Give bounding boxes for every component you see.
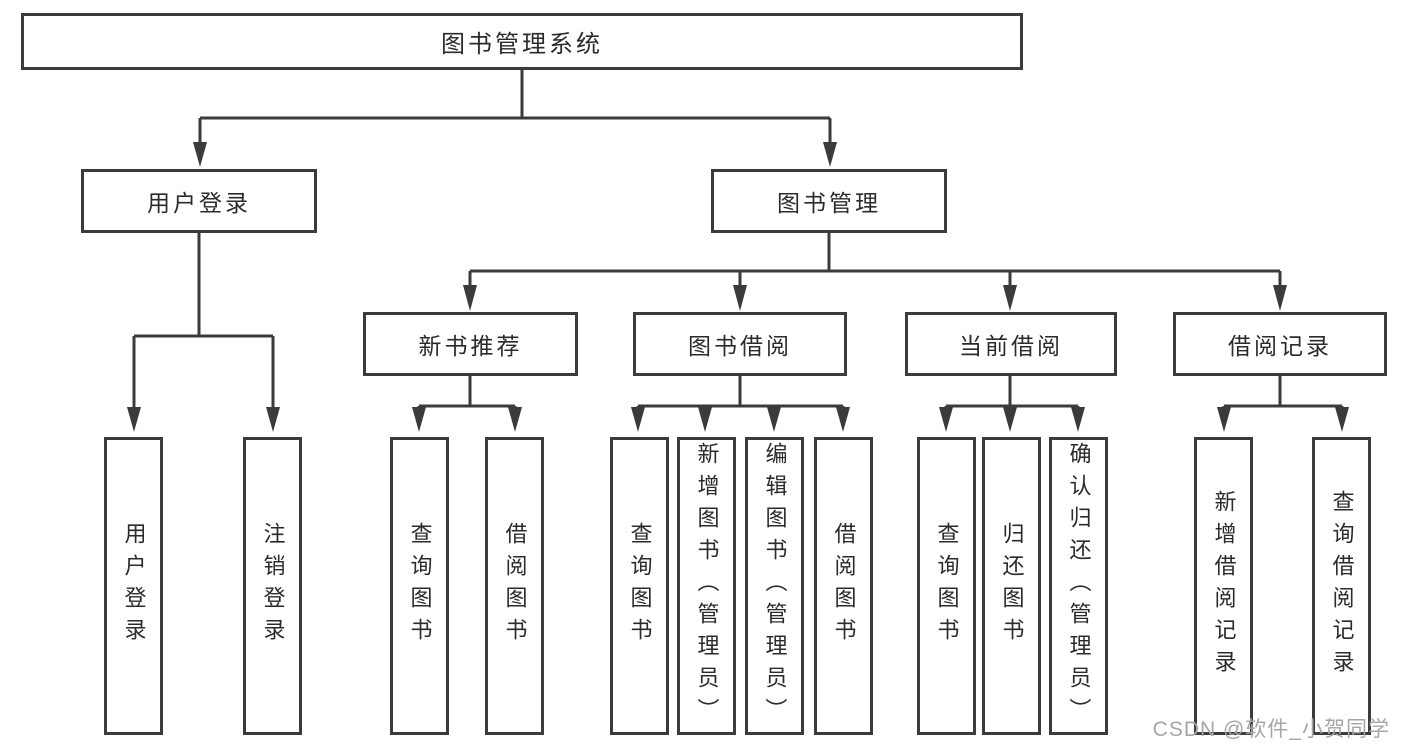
arrowhead xyxy=(1273,285,1287,311)
arrowheads xyxy=(127,142,1349,432)
node-user-login: 用户登录 xyxy=(81,169,317,233)
csdn-watermark: CSDN @软件_小贺同学 xyxy=(1152,718,1390,741)
arrowhead xyxy=(463,285,477,311)
arrowhead xyxy=(1003,407,1017,432)
node-book-management: 图书管理 xyxy=(711,169,947,233)
node-book-borrowing: 图书借阅 xyxy=(633,312,847,376)
leaf-query-book-current: 查询图书 xyxy=(917,437,976,735)
connector-borrowing-records-children xyxy=(1222,376,1344,408)
connector-root-to-level2 xyxy=(198,69,832,143)
arrowhead xyxy=(631,407,645,432)
leaf-edit-book-admin: 编辑图书（管理员） xyxy=(745,437,804,735)
node-library-management-system: 图书管理系统 xyxy=(21,13,1023,70)
arrowhead xyxy=(733,285,747,311)
leaf-add-borrow-record: 新增借阅记录 xyxy=(1194,437,1253,735)
arrowhead xyxy=(698,407,712,432)
arrowhead xyxy=(1335,407,1349,432)
leaf-user-login: 用户登录 xyxy=(104,437,163,735)
node-borrowing-records: 借阅记录 xyxy=(1173,312,1387,376)
arrowhead xyxy=(1003,285,1017,311)
arrowhead xyxy=(127,407,141,432)
leaf-confirm-return-admin: 确认归还（管理员） xyxy=(1049,437,1108,735)
connector-new-book-children xyxy=(417,376,517,408)
arrowhead xyxy=(1071,407,1085,432)
arrowhead xyxy=(266,407,280,432)
connector-user-login-children xyxy=(132,233,275,408)
arrowhead xyxy=(823,142,837,167)
leaf-borrow-book-recommend: 借阅图书 xyxy=(485,437,544,735)
leaf-add-book-admin: 新增图书（管理员） xyxy=(677,437,736,735)
arrowhead xyxy=(193,142,207,167)
arrowhead xyxy=(836,407,850,432)
leaf-borrow-book-borrowing: 借阅图书 xyxy=(814,437,873,735)
leaf-query-book-recommend: 查询图书 xyxy=(390,437,449,735)
leaf-return-book: 归还图书 xyxy=(982,437,1041,735)
connector-current-borrowing-children xyxy=(944,376,1080,408)
arrowhead xyxy=(1217,407,1231,432)
node-current-borrowing: 当前借阅 xyxy=(905,312,1117,376)
node-new-book-recommendation: 新书推荐 xyxy=(363,312,578,376)
leaf-logout: 注销登录 xyxy=(243,437,302,735)
connector-book-management-children xyxy=(468,233,1282,286)
arrowhead xyxy=(767,407,781,432)
arrowhead xyxy=(939,407,953,432)
arrowhead xyxy=(508,407,522,432)
connector-book-borrowing-children xyxy=(636,376,845,408)
arrowhead xyxy=(412,407,426,432)
leaf-query-book-borrowing: 查询图书 xyxy=(610,437,669,735)
leaf-query-borrow-record: 查询借阅记录 xyxy=(1312,437,1371,735)
